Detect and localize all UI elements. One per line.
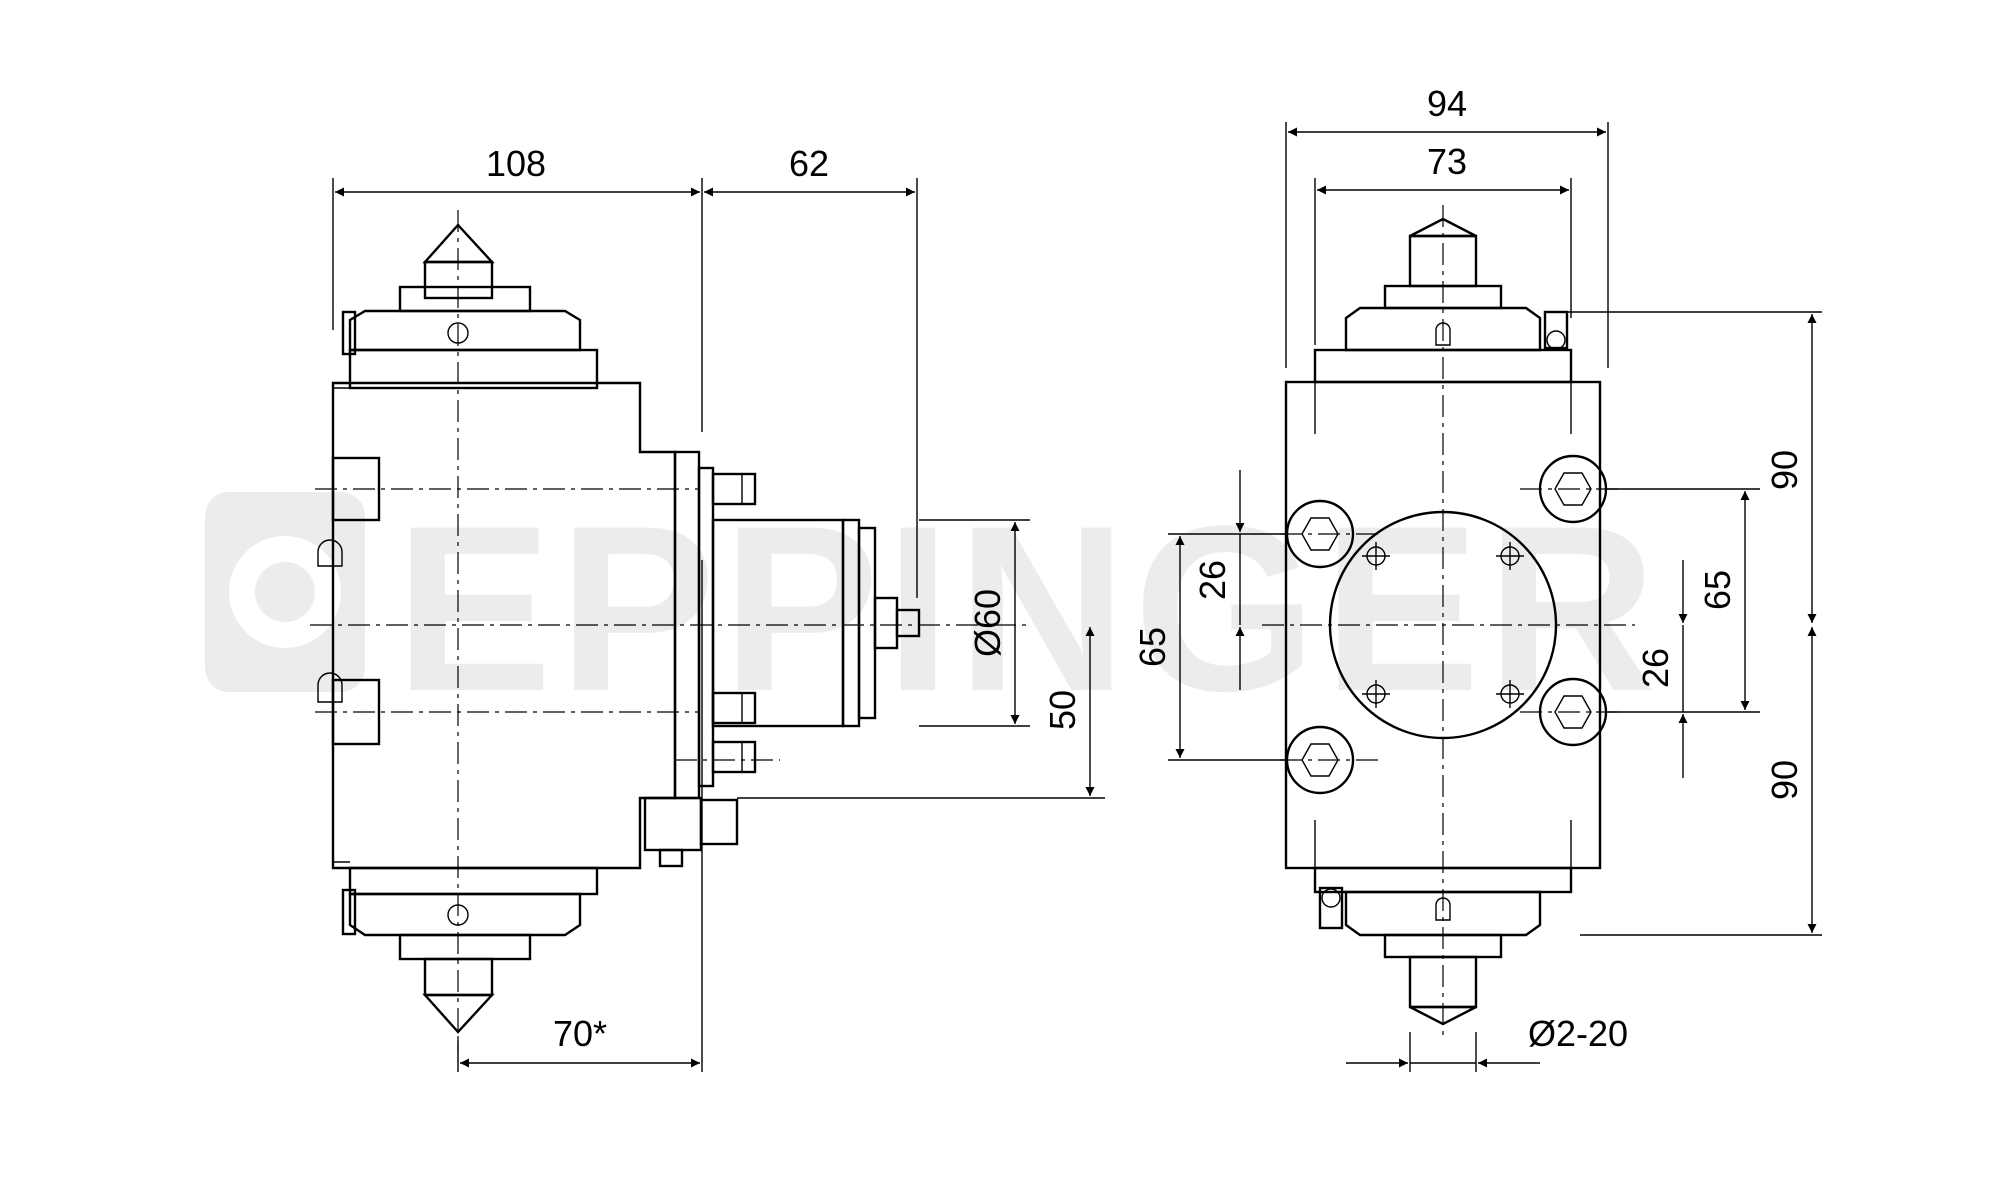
dim-width-62: 62: [789, 143, 829, 184]
front-dimensions: 94 73 65 26 90 90 65 26 Ø2-20: [1132, 83, 1822, 1072]
dim-height-90-upper: 90: [1764, 450, 1805, 490]
front-center-lines: [1262, 205, 1635, 1040]
watermark: EPPINGER: [205, 477, 1663, 741]
dim-width-70: 70*: [553, 1013, 607, 1054]
side-center-lines: [310, 210, 1030, 1050]
side-view: [310, 210, 1030, 1050]
dim-height-90-lower: 90: [1764, 760, 1805, 800]
dim-dia-60: Ø60: [967, 589, 1008, 657]
dim-height-26-right: 26: [1635, 648, 1676, 688]
dim-height-26-left: 26: [1192, 560, 1233, 600]
dim-height-50: 50: [1042, 690, 1083, 730]
front-view: [1262, 205, 1635, 1040]
side-coolant-fitting: [643, 796, 739, 868]
side-output-coupling: [711, 518, 921, 728]
side-top-spindle: [341, 223, 599, 390]
side-dimensions: 108 62 Ø60 50 70*: [332, 143, 1105, 1072]
dim-width-108: 108: [486, 143, 546, 184]
dim-width-73: 73: [1427, 141, 1467, 182]
watermark-text: EPPINGER: [395, 477, 1663, 741]
dim-width-94: 94: [1427, 83, 1467, 124]
watermark-logo: [205, 492, 365, 692]
dim-height-65-left: 65: [1132, 627, 1173, 667]
dim-height-65-right: 65: [1697, 570, 1738, 610]
dim-collet-range: Ø2-20: [1528, 1013, 1628, 1054]
side-bottom-spindle: [341, 866, 599, 1034]
